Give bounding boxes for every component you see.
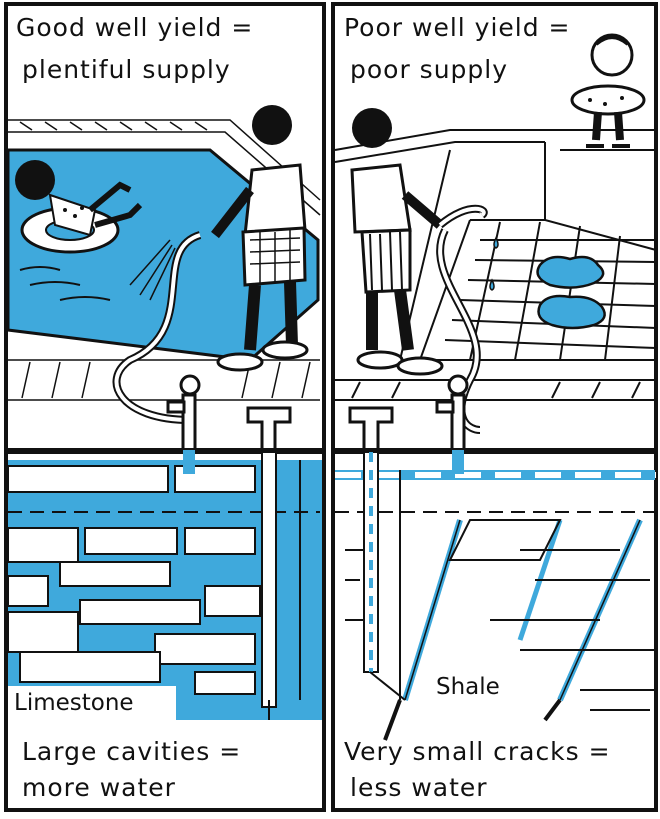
limestone-label: Limestone xyxy=(14,690,134,716)
right-bottom-line2: less water xyxy=(350,770,488,806)
left-title-line2: plentiful supply xyxy=(22,52,231,88)
right-title-line2: poor supply xyxy=(350,52,508,88)
left-title-line1: Good well yield = xyxy=(16,10,253,46)
limestone-layer xyxy=(8,450,322,720)
puddle-1 xyxy=(538,257,604,288)
shale-label: Shale xyxy=(436,674,500,700)
right-bottom-line1: Very small cracks = xyxy=(344,734,611,770)
right-ground-surface xyxy=(333,448,656,454)
puddle-2 xyxy=(539,296,605,328)
left-bottom-line1: Large cavities = xyxy=(22,734,241,770)
right-title-line1: Poor well yield = xyxy=(344,10,571,46)
left-bottom-line2: more water xyxy=(22,770,176,806)
